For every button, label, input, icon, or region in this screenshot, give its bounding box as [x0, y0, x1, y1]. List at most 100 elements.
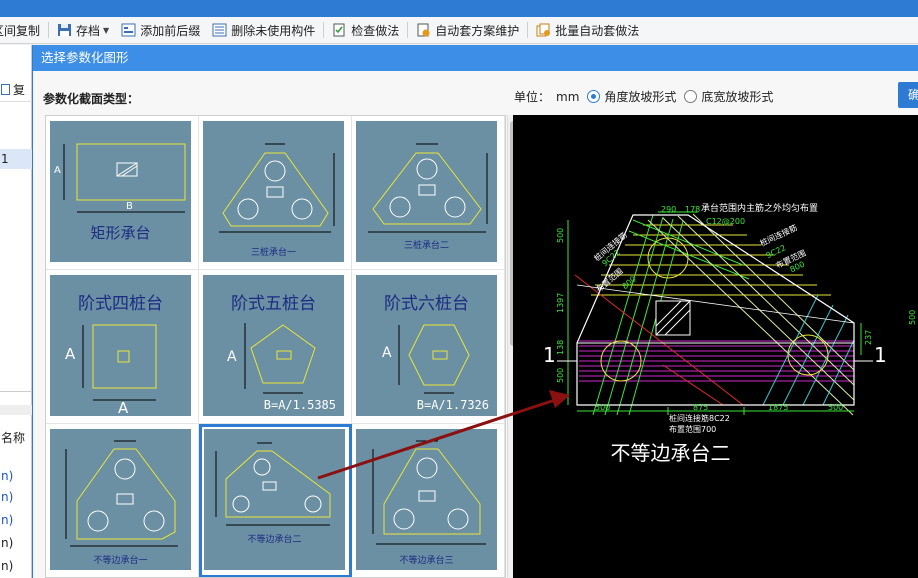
save-icon: [57, 23, 72, 37]
three-pile-cap-2-drawing: [368, 143, 488, 233]
thumbnail-image: A B 矩形承台: [50, 121, 191, 262]
toolbar-check-method-button[interactable]: 检查做法: [326, 17, 405, 44]
left-row-selected[interactable]: 1: [0, 149, 32, 169]
thumbnail-image: 不等边承台三: [356, 429, 497, 570]
list-item[interactable]: n): [1, 559, 14, 573]
stepped-six-pile-drawing: [398, 324, 470, 394]
section-type-label: 参数化截面类型：: [43, 92, 140, 106]
dim-a-label: A: [54, 165, 61, 176]
divider: [0, 101, 32, 102]
dim-a-label: A: [382, 345, 392, 361]
toolbar-delete-unused-button[interactable]: 删除未使用构件: [206, 17, 321, 44]
thumbnail-three-pile-cap-1[interactable]: 三桩承台一: [199, 116, 352, 270]
list-item[interactable]: n): [1, 513, 14, 527]
chevron-down-icon[interactable]: ▼: [103, 25, 110, 35]
dim-290: 290: [661, 205, 677, 214]
toolbar-add-prefix-label: 添加前后缀: [140, 23, 201, 38]
radio-angle-slope[interactable]: [587, 90, 601, 103]
toolbar-batch-auto-label: 批量自动套做法: [555, 23, 640, 38]
toolbar: 区间复制 存档 ▼ 添加前后缀 删除未使用构件 检查做法: [0, 17, 918, 44]
toolbar-save-button[interactable]: 存档 ▼: [51, 17, 115, 44]
left-copy-label: 复: [13, 83, 26, 97]
main-note: 承台范围内主筋之外均匀布置: [701, 204, 819, 214]
dim-bottom-500: 500: [595, 403, 611, 412]
left-copy-item[interactable]: 复: [0, 81, 32, 98]
confirm-button[interactable]: 确: [898, 82, 918, 108]
unequal-cap-2-drawing: [215, 442, 331, 526]
shape-thumbnail-grid: A B 矩形承台 三桩: [45, 115, 506, 578]
thumbnail-image: 不等边承台一: [50, 429, 191, 570]
radio-width-slope[interactable]: [684, 90, 698, 103]
thumbnail-stepped-five-pile[interactable]: 阶式五桩台 A B=A/1.5385: [199, 270, 352, 424]
toolbar-separator: [323, 22, 325, 38]
thumbnail-heading: 阶式四桩台: [78, 294, 163, 314]
dim-r-237: 237: [864, 329, 873, 345]
dim-bottom-875: 875: [693, 403, 709, 412]
thumbnail-three-pile-cap-2[interactable]: 三桩承台二: [352, 116, 505, 270]
toolbar-save-label: 存档: [76, 23, 101, 38]
prefix-icon: [121, 23, 136, 37]
formula-label: B=A/1.5385: [263, 398, 336, 412]
preview-shape-name: 不等边承台二: [610, 441, 731, 465]
thumbnail-image: 阶式五桩台 A B=A/1.5385: [203, 275, 344, 416]
list-item[interactable]: n): [1, 490, 14, 504]
panel-splitter[interactable]: [0, 405, 32, 415]
thumbnail-unequal-cap-3[interactable]: 不等边承台三: [352, 424, 505, 577]
toolbar-auto-scheme-label: 自动套方案维护: [435, 23, 520, 38]
thumbnail-rect-cap[interactable]: A B 矩形承台: [46, 116, 199, 270]
toolbar-batch-auto-button[interactable]: 批量自动套做法: [530, 17, 645, 44]
thumbnail-unequal-cap-2[interactable]: 不等边承台二: [199, 424, 352, 577]
thumbnail-image: 阶式四桩台 A A: [50, 275, 191, 416]
list-item[interactable]: n): [1, 469, 14, 483]
bottom-note-1: 桩间连接筋8C22: [669, 414, 730, 423]
three-pile-cap-1-drawing: [219, 143, 335, 233]
thumbnail-caption: 矩形承台: [90, 224, 151, 242]
batch-icon: [536, 23, 551, 37]
left-row-number: 1: [1, 152, 9, 166]
toolbar-copy-range-button[interactable]: 区间复制: [0, 17, 46, 44]
dim-v-138: 138: [556, 339, 565, 355]
toolbar-separator: [527, 22, 529, 38]
title-strip: [0, 0, 918, 17]
radio-width-slope-label[interactable]: 底宽放坡形式: [701, 90, 774, 104]
rect-cap-drawing: [63, 143, 186, 213]
dim-178: 178: [685, 205, 701, 214]
dialog-title: 选择参数化图形: [33, 45, 918, 71]
stepped-five-pile-drawing: [244, 323, 316, 394]
stepped-four-pile-drawing: [82, 324, 157, 401]
thumbnail-heading: 阶式五桩台: [231, 294, 316, 314]
thumbnail-unequal-cap-1[interactable]: 不等边承台一: [46, 424, 199, 577]
thumbnail-image: 阶式六桩台 A B=A/1.7326: [356, 275, 497, 416]
toolbar-add-prefix-button[interactable]: 添加前后缀: [115, 17, 206, 44]
check-icon: [332, 23, 347, 37]
auto-scheme-icon: [416, 23, 431, 37]
unequal-cap-3-drawing: [372, 440, 486, 545]
preview-drawing: [557, 211, 873, 416]
list-item[interactable]: n): [1, 536, 14, 550]
section-mark-left: 1: [543, 343, 556, 367]
divider: [0, 391, 32, 392]
dim-b-label: A: [118, 399, 129, 416]
formula-label: B=A/1.7326: [416, 398, 489, 412]
toolbar-separator: [407, 22, 409, 38]
thumbnail-image: 不等边承台二: [204, 429, 345, 570]
delete-list-icon: [212, 23, 227, 37]
dim-v-500-top: 500: [556, 227, 565, 243]
dim-a-label: A: [65, 345, 76, 363]
thumbnail-image: 三桩承台一: [203, 121, 344, 262]
dim-v-1397: 1397: [556, 292, 565, 313]
thumbnail-caption: 三桩承台一: [250, 248, 296, 258]
radio-angle-slope-label[interactable]: 角度放坡形式: [604, 90, 677, 104]
thumbnail-heading: 阶式六桩台: [384, 294, 469, 314]
thumbnail-image: 三桩承台二: [356, 121, 497, 262]
thumbnail-caption: 不等边承台二: [247, 535, 302, 545]
dim-a-label: A: [227, 349, 237, 365]
toolbar-auto-scheme-button[interactable]: 自动套方案维护: [410, 17, 525, 44]
thumbnail-stepped-four-pile[interactable]: 阶式四桩台 A A: [46, 270, 199, 424]
toolbar-separator: [48, 22, 50, 38]
thumbnail-stepped-six-pile[interactable]: 阶式六桩台 A B=A/1.7326: [352, 270, 505, 424]
unit-row: 单位： mm 角度放坡形式 底宽放坡形式: [514, 88, 773, 105]
unit-label: 单位：: [514, 90, 551, 104]
dim-r-500: 500: [908, 309, 917, 325]
